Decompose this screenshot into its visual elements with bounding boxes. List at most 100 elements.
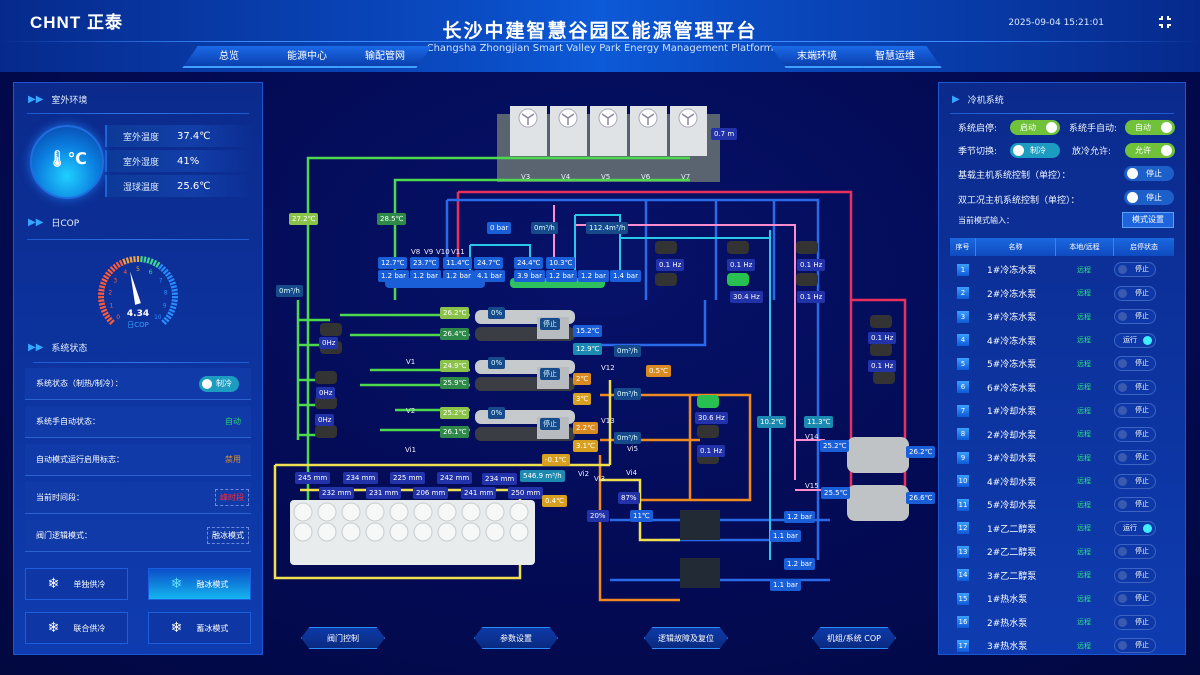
valve-control-button[interactable]: 阀门控制 xyxy=(301,627,385,649)
gauge-arc-segment xyxy=(166,274,173,280)
toggle-knob xyxy=(1118,265,1127,275)
nav-tab-distribution[interactable]: 输配管网 xyxy=(338,46,432,68)
valve-label: V15 xyxy=(805,482,819,490)
dual-ctrl-toggle[interactable]: 停止 xyxy=(1124,190,1174,205)
diagram-value-label: 0m³/h xyxy=(531,222,558,234)
parameter-settings-button[interactable]: 参数设置 xyxy=(474,627,558,649)
pump-toggle[interactable]: 停止 xyxy=(1114,309,1156,325)
toggle-knob xyxy=(1143,335,1152,345)
valve-label: V5 xyxy=(601,173,611,181)
diagram-value-label: 24.7℃ xyxy=(474,257,504,269)
diagram-value-label: 20% xyxy=(587,510,609,522)
gauge-arc-segment xyxy=(140,256,143,263)
divider xyxy=(27,113,249,114)
season-toggle[interactable]: 制冷 xyxy=(1010,143,1060,158)
diagram-value-label: 26.6℃ xyxy=(906,492,936,504)
boiler-1 xyxy=(847,437,909,473)
ice-tank-cell xyxy=(461,522,481,542)
ice-tank-cell xyxy=(293,522,313,542)
section-title-status: ▶▶ 系统状态 xyxy=(28,341,87,354)
pump-toggle[interactable]: 停止 xyxy=(1114,403,1156,419)
diagram-value-label: 25.5℃ xyxy=(821,487,851,499)
thermometer-icon: 🌡℃ xyxy=(30,125,104,199)
logic-fault-reset-button[interactable]: 逻辑故障及复位 xyxy=(644,627,728,649)
gauge-arc-segment xyxy=(170,302,178,306)
section-title-text: 系统状态 xyxy=(51,344,88,354)
cooling-tower-base xyxy=(497,114,720,182)
sys-startstop-toggle[interactable]: 启动 xyxy=(1010,120,1060,135)
cooling-tower-cell xyxy=(630,106,667,156)
diagram-value-label: 26.2℃ xyxy=(440,307,470,319)
diagram-value-label: 0m³/h xyxy=(614,388,641,400)
status-row-auto-enable: 自动模式运行启用标志： 禁用 xyxy=(25,444,251,476)
nav-tab-smart-ops[interactable]: 智慧运维 xyxy=(848,46,942,68)
fullscreen-exit-icon[interactable] xyxy=(1158,15,1172,29)
mode-set-button[interactable]: 模式设置 xyxy=(1122,212,1174,228)
valve-label: V8 xyxy=(411,248,421,256)
diagram-value-label: 231 mm xyxy=(366,487,402,499)
pump-table-header: 序号 名称 本地/远程 启停状态 xyxy=(950,238,1174,256)
unit-system-cop-button[interactable]: 机组/系统 COP xyxy=(812,627,896,649)
row-index: 11 xyxy=(957,498,969,511)
gauge-needle xyxy=(130,271,141,305)
pump-toggle[interactable]: 运行 xyxy=(1114,520,1156,536)
ice-tank-cell xyxy=(461,502,481,522)
pump-toggle[interactable]: 停止 xyxy=(1114,497,1156,513)
pump-toggle[interactable]: 停止 xyxy=(1114,262,1156,278)
pump-icon xyxy=(315,425,337,438)
ice-tank-cell xyxy=(389,522,409,542)
cooling-tower-cell xyxy=(510,106,547,156)
mode-button-ice-melt[interactable]: ❄融冰模式 xyxy=(148,568,251,600)
pump-toggle[interactable]: 停止 xyxy=(1114,638,1156,654)
mode-input-label: 当前模式输入： xyxy=(958,216,1014,225)
pump-toggle[interactable]: 停止 xyxy=(1114,285,1156,301)
gauge-arc-segment xyxy=(115,261,121,268)
pump-name: 4#冷冻水泵 xyxy=(987,336,1037,347)
env-label: 室外温度 xyxy=(123,132,160,143)
release-toggle[interactable]: 允许 xyxy=(1125,143,1175,158)
diagram-value-label: 1.2 bar xyxy=(378,270,409,282)
status-label: 系统状态（制热/制冷）： xyxy=(36,379,123,388)
pump-icon xyxy=(315,371,337,384)
pump-toggle[interactable]: 运行 xyxy=(1114,332,1156,348)
gauge-arc-segment xyxy=(171,299,178,303)
status-value: 融冰模式 xyxy=(207,527,249,544)
pump-toggle[interactable]: 停止 xyxy=(1114,356,1156,372)
pump-toggle[interactable]: 停止 xyxy=(1114,614,1156,630)
col-header: 名称 xyxy=(976,238,1056,256)
toggle-label: 停止 xyxy=(1135,382,1149,391)
pump-name: 6#冷冻水泵 xyxy=(987,383,1037,394)
status-row-valve-mode: 阀门逻辑模式： 融冰模式 xyxy=(25,520,251,552)
pump-toggle[interactable]: 停止 xyxy=(1114,426,1156,442)
snowflake-icon: ❄ xyxy=(170,576,183,592)
mode-button-combined-cooling[interactable]: ❄联合供冷 xyxy=(25,612,128,644)
pump-toggle[interactable]: 停止 xyxy=(1114,473,1156,489)
pump-toggle[interactable]: 停止 xyxy=(1114,591,1156,607)
pump-mode: 远程 xyxy=(1077,265,1091,274)
pump-toggle[interactable]: 停止 xyxy=(1114,567,1156,583)
pump-toggle[interactable]: 停止 xyxy=(1114,379,1156,395)
mode-button-ice-storage[interactable]: ❄蓄冰模式 xyxy=(148,612,251,644)
toggle-label: 允许 xyxy=(1135,146,1151,155)
toggle-knob xyxy=(1118,641,1127,651)
toggle-label: 停止 xyxy=(1135,641,1149,650)
pump-toggle[interactable]: 停止 xyxy=(1114,544,1156,560)
diagram-value-label: 30.4 Hz xyxy=(730,291,763,303)
pump-toggle[interactable]: 停止 xyxy=(1114,450,1156,466)
pump-icon xyxy=(796,273,818,286)
mode-button-standalone-cooling[interactable]: ❄单独供冷 xyxy=(25,568,128,600)
sys-auto-toggle[interactable]: 自动 xyxy=(1125,120,1175,135)
gauge-arc-segment xyxy=(162,268,169,275)
heat-cool-toggle[interactable]: 制冷 xyxy=(199,375,239,392)
row-index: 16 xyxy=(957,616,969,629)
section-title-chiller: ▶ 冷机系统 xyxy=(952,93,1004,106)
base-ctrl-toggle[interactable]: 停止 xyxy=(1124,166,1174,181)
pump-name: 3#冷却水泵 xyxy=(987,454,1037,465)
chevron-double-right-icon: ▶▶ xyxy=(28,217,44,228)
diagram-value-label: 11.3℃ xyxy=(804,416,834,428)
